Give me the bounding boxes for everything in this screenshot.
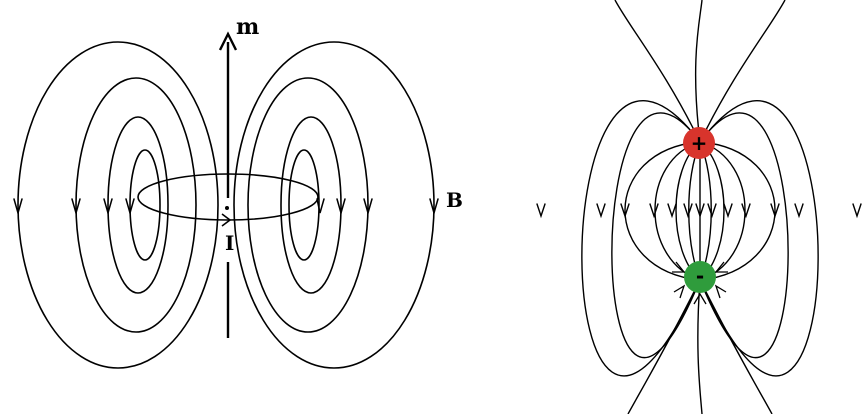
negative-charge-label: - <box>696 264 704 288</box>
field-line <box>699 141 725 281</box>
arrow-down-icon <box>852 203 862 219</box>
arrow-down-icon <box>13 198 23 216</box>
field-line <box>654 141 701 281</box>
field-loop-right-core <box>288 149 320 261</box>
field-line <box>581 100 701 377</box>
positive-charge: + <box>683 127 715 159</box>
field-line <box>699 141 746 281</box>
arrow-in-icon <box>714 261 728 273</box>
field-line <box>699 100 819 377</box>
arrow-down-icon <box>794 203 804 219</box>
arrow-in-icon <box>714 284 727 299</box>
field-line <box>699 279 773 414</box>
field-loop-left-inner <box>107 116 169 294</box>
arrow-down-icon <box>620 203 630 219</box>
field-line <box>611 112 701 359</box>
arrow-down-icon <box>667 203 677 219</box>
left-field-lines <box>17 41 435 369</box>
electric-field-arrows <box>536 203 862 219</box>
current-arrow-icon <box>221 213 232 227</box>
positive-charge-label: + <box>691 131 708 155</box>
moment-label: m <box>236 14 259 40</box>
arrow-down-icon <box>125 198 135 216</box>
loop-center-dot <box>225 206 229 210</box>
field-line <box>699 141 776 281</box>
arrow-down-icon <box>429 198 439 216</box>
arrow-down-icon <box>723 203 733 219</box>
field-label: B <box>446 188 463 212</box>
electric-dipole-diagram: + - <box>536 0 862 414</box>
field-line <box>697 279 703 414</box>
arrow-down-icon <box>770 203 780 219</box>
magnetic-dipole-diagram: m I B <box>13 14 463 369</box>
arrow-down-icon <box>695 203 705 219</box>
sink-arrows <box>672 261 728 305</box>
field-line <box>614 0 701 143</box>
arrow-down-icon <box>596 203 606 219</box>
field-loop-right-inner <box>280 116 342 294</box>
arrow-down-icon <box>103 198 113 216</box>
arrow-down-icon <box>683 203 693 219</box>
field-line <box>627 279 701 414</box>
arrow-in-icon <box>673 284 686 299</box>
arrow-in-icon <box>693 292 707 305</box>
arrow-down-icon <box>741 203 751 219</box>
arrow-in-icon <box>672 261 686 273</box>
electric-field-lines <box>581 0 819 414</box>
arrow-down-icon <box>363 198 373 216</box>
field-loop-left-outer <box>17 41 219 369</box>
field-line <box>694 0 703 143</box>
field-loop-left-core <box>129 149 161 261</box>
moment-arrow-icon <box>218 31 238 51</box>
field-loop-right-outer <box>233 41 435 369</box>
field-line <box>675 141 701 281</box>
arrow-down-icon <box>536 203 546 219</box>
field-loop-left-mid <box>75 77 197 333</box>
positive-charge-circle <box>683 127 715 159</box>
current-label: I <box>225 231 234 255</box>
left-field-arrows <box>13 198 439 216</box>
field-line <box>699 112 789 359</box>
field-line <box>624 141 701 281</box>
arrow-down-icon <box>649 203 659 219</box>
negative-charge-circle <box>684 261 716 293</box>
arrow-down-icon <box>707 203 717 219</box>
arrow-down-icon <box>336 198 346 216</box>
field-loop-right-mid <box>247 77 369 333</box>
arrow-down-icon <box>316 198 325 214</box>
arrow-down-icon <box>71 198 81 216</box>
negative-charge: - <box>684 261 716 293</box>
field-line <box>699 0 786 143</box>
